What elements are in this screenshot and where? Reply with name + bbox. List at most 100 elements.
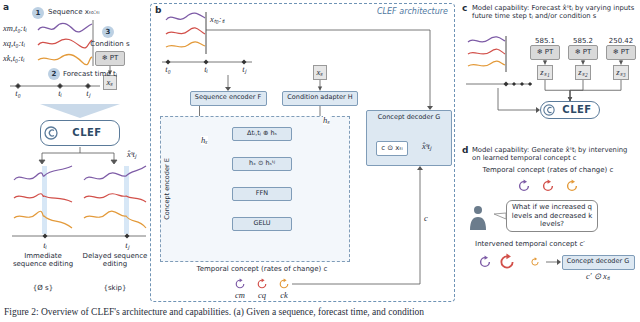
text-label: Immediate sequence editing (9, 252, 77, 269)
split-arrows (39, 147, 117, 164)
operation-box: c ⊙ xₜᵢ (376, 141, 408, 156)
node-text: 2 (52, 70, 57, 78)
text-label: Sequence xₜ₀:ₜᵢ (48, 8, 99, 16)
text-label: cm (235, 291, 245, 300)
timeline (10, 84, 100, 89)
node-text: Sequence encoder F (195, 94, 261, 102)
node-text: zₛ₁ (540, 67, 549, 77)
text-label: Temporal concept (rates of change) c (197, 265, 328, 273)
text-label: {Ø s} (33, 284, 53, 292)
node-text: GELU (253, 220, 270, 228)
text-label: tⱼ (86, 89, 89, 98)
text-label: Model capability: Generate x̂ˢtⱼ by inte… (472, 146, 636, 162)
text-label: x̂ˢtⱼ (127, 150, 136, 159)
text-label: d (462, 145, 468, 156)
condition-embedding: zₛ₂ (575, 65, 591, 80)
encoder-box: Sequence encoder F (190, 91, 267, 106)
text-label: {skip} (104, 284, 127, 292)
architecture-panel: CLEF architectureSequence encoder F Condi… (150, 3, 455, 302)
node-text: hₓ ⊙ hₛᵗʲ (249, 160, 275, 168)
caption: Figure 2: Overview of CLEF's architectur… (4, 307, 424, 318)
text-label: c (462, 3, 467, 14)
node-text: Concept decoder G (367, 114, 451, 122)
condition-embedding: zₛ₁ (537, 65, 553, 80)
node-text: Δtᵢ,tⱼ ⊕ hₛ (247, 130, 277, 138)
pretrained-model: ❄ PT (95, 51, 125, 66)
layer-box: FFN (232, 187, 292, 201)
text-label: c (424, 214, 428, 223)
concept-encoder: Concept encoder E Δtᵢ,tⱼ ⊕ hₛ hₓ ⊙ hₛᵗʲFFN… (160, 116, 350, 262)
text-label: xm,t₀:tᵢ (3, 24, 27, 33)
operation-box: hₓ ⊙ hₛᵗʲ (232, 157, 292, 171)
text-label: Condition s (90, 40, 129, 48)
text-label: Forecast time tⱼ (63, 70, 117, 78)
text-label: Temporal concept (rates of change) c (483, 166, 614, 174)
sequence-curves (38, 20, 93, 66)
node-text: 3 (106, 28, 111, 36)
text-label: tᵢ (43, 241, 47, 250)
adapter-box: Condition adapter H (282, 91, 358, 106)
text-label: xₜ₀:ₜᵢ (210, 15, 225, 24)
pretrained-model: ❄ PT (606, 45, 636, 60)
condition-embedding: xₛ (313, 65, 327, 80)
node-text: xₛ (317, 67, 324, 77)
concept-icon (568, 179, 577, 190)
text-label: cq (258, 291, 266, 300)
concept-decoder: Concept decoder G c ⊙ xₜᵢ (366, 110, 452, 166)
node-text: zₛ₃ (616, 67, 625, 77)
connector-line (570, 80, 621, 102)
step-number: 1 (32, 7, 44, 19)
concept-icon (481, 255, 490, 266)
step-number: 3 (102, 26, 114, 38)
input-arrow (40, 104, 120, 118)
speech-bubble: What if we increased q levels and decrea… (506, 200, 598, 232)
layer-box: GELU (232, 217, 292, 231)
text-label: xq,t₀:tᵢ (3, 39, 25, 48)
text-label: ck (280, 291, 288, 300)
connector (568, 80, 621, 102)
edited-sequences (12, 166, 146, 239)
arrowhead (318, 87, 322, 91)
concept-icon (544, 179, 553, 190)
node-text: CLEF architecture (377, 7, 448, 17)
model-box: CLEF (540, 101, 600, 119)
text-label: Intervened temporal concept c′ (475, 240, 585, 248)
text-label: tᵢ (204, 65, 208, 74)
text-label: c′ ⊙ xₜᵢ (586, 272, 610, 281)
text-label: t₀ (165, 65, 170, 74)
concept-icon (501, 254, 512, 268)
condition-embedding: zₛ₃ (613, 65, 629, 80)
connector (545, 80, 572, 102)
concept-icon (236, 278, 244, 287)
concept-icon (532, 257, 538, 265)
text-label: 585.1 (535, 37, 555, 45)
step-number: 2 (48, 68, 60, 80)
node-text: ❄ PT (613, 48, 630, 56)
operation-box: Δtᵢ,tⱼ ⊕ hₛ (232, 127, 292, 141)
text-label: Model capability: Forecast x̂ˢtⱼ by vary… (472, 4, 636, 20)
model-logo (544, 105, 554, 115)
model-logo (45, 127, 57, 139)
text-label: t₀ (15, 89, 20, 98)
node-text: zₛ₂ (578, 67, 587, 77)
text-label: 585.2 (573, 37, 593, 45)
node-text: Concept decoder G (567, 258, 630, 266)
concept-icon (280, 278, 288, 287)
concept-icon (520, 179, 529, 190)
node-text: What if we increased q levels and decrea… (511, 203, 593, 228)
concept-icon (258, 278, 266, 287)
connector (318, 80, 322, 91)
text-label: tⱼ (125, 241, 128, 250)
decoder-box: Concept decoder G (562, 255, 635, 270)
text-label: x̂ˢtⱼ (422, 142, 431, 151)
node-text: CLEF (562, 104, 591, 116)
node-text: ❄ PT (102, 54, 119, 62)
node-text: c ⊙ xₜᵢ (381, 144, 403, 152)
node-text: Concept encoder E (164, 158, 172, 220)
pretrained-model: ❄ PT (568, 45, 598, 60)
text-label: tⱼ (242, 65, 245, 74)
node-text: ❄ PT (537, 48, 554, 56)
text-label: Delayed sequence editing (81, 252, 149, 269)
node-text: xₛ (107, 77, 114, 87)
